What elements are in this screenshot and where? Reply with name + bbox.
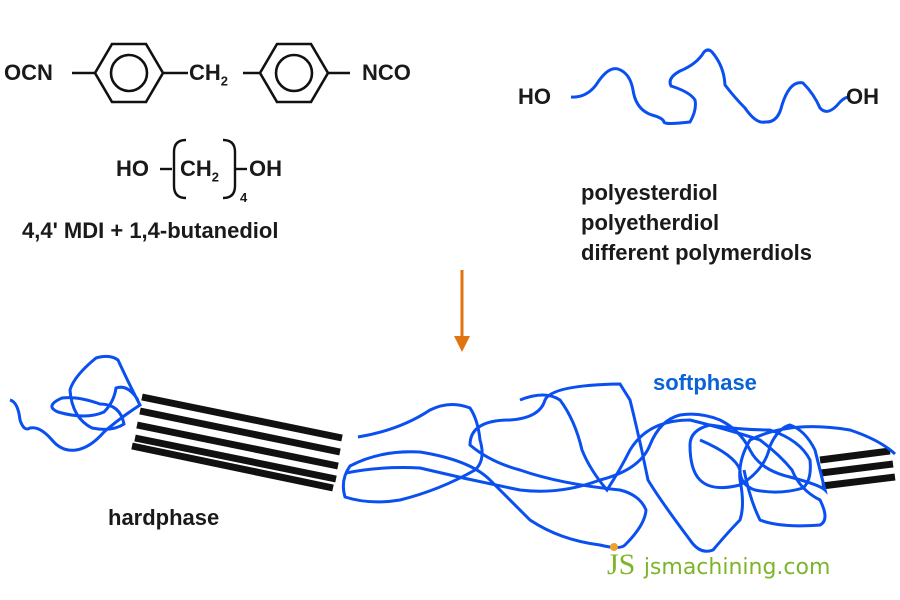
butanediol-left: HO (116, 156, 149, 181)
butanediol-unit-subscript: 2 (211, 169, 220, 185)
softphase-label: softphase (653, 370, 757, 395)
left-caption: 4,4' MDI + 1,4-butanediol (22, 218, 279, 243)
mdi-left-group: OCN (4, 60, 53, 85)
polymerdiol-type: different polymerdiols (581, 240, 813, 265)
polymerdiol-chain (570, 48, 850, 125)
softphase-coil-left (9, 354, 142, 452)
polymerdiol-type: polyetherdiol (581, 210, 720, 235)
mdi-bridge: CH2 (189, 60, 228, 88)
polymerdiol-left-end: HO (518, 84, 551, 109)
hardphase-block-left (131, 393, 343, 492)
mdi-right-group: NCO (362, 60, 411, 85)
polymerdiol-type: polyesterdiol (581, 180, 718, 205)
hardphase-label: hardphase (108, 505, 220, 530)
watermark: JS jsmachining.com (607, 548, 830, 582)
butanediol-right: OH (249, 156, 282, 181)
softphase-coil-main-2 (345, 412, 828, 495)
benzene-ring-right (258, 42, 330, 104)
hardphase-block-right (819, 447, 896, 490)
mdi-bridge-subscript: 2 (220, 73, 229, 89)
watermark-dot (610, 543, 618, 551)
mdi-structure (72, 42, 350, 104)
butanediol-repeat: 4 (240, 190, 248, 205)
butanediol-unit: CH2 (180, 156, 219, 184)
benzene-ring-left (93, 42, 165, 104)
bracket-right (222, 138, 237, 200)
polymerdiol-right-end: OH (846, 84, 879, 109)
mdi-bridge-text: CH (189, 60, 221, 85)
bracket-left (172, 138, 187, 200)
polymerdiol-types: polyesterdiol polyetherdiol different po… (581, 178, 812, 268)
softphase-coil-main-3 (519, 393, 827, 528)
aromatic-circle-right (274, 53, 314, 93)
butanediol-brackets (160, 138, 247, 200)
watermark-logo: JS (607, 548, 636, 581)
reaction-arrow (454, 270, 470, 352)
watermark-text: jsmachining.com (643, 555, 831, 580)
butanediol-unit-text: CH (180, 156, 212, 181)
aromatic-circle-left (109, 53, 149, 93)
